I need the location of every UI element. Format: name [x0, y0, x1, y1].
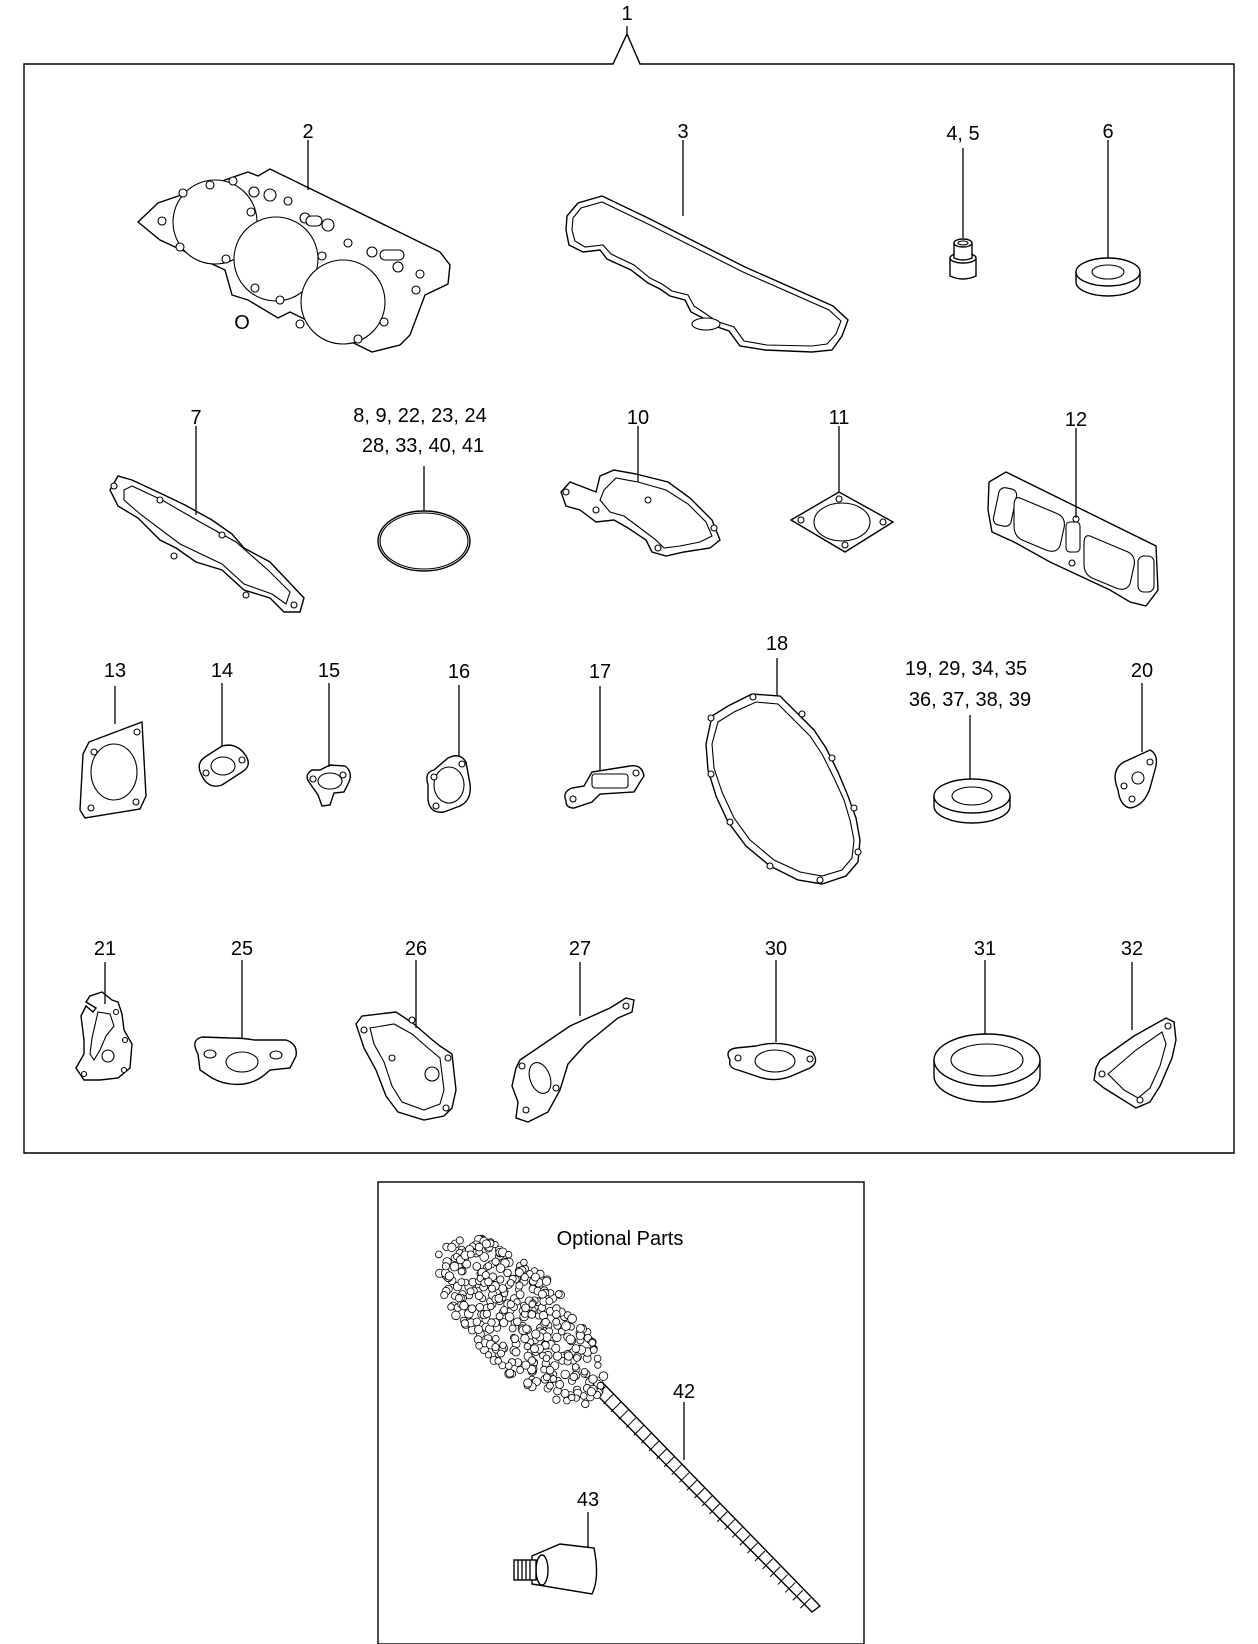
callout-18: 18	[766, 633, 788, 655]
cleaning-brush	[434, 1234, 822, 1613]
callout-6: 6	[1102, 121, 1113, 143]
callout-26: 26	[405, 938, 427, 960]
flange-gasket-16	[426, 755, 471, 813]
small-gasket-20	[1114, 749, 1158, 809]
optional-parts-frame	[377, 1181, 865, 1644]
callout-32: 32	[1121, 938, 1143, 960]
oil-seal-ring	[1075, 257, 1141, 297]
callout-14: 14	[211, 660, 233, 682]
flange-gasket-13	[79, 721, 147, 819]
flange-gasket-17	[564, 765, 645, 809]
water-pump-gasket	[355, 1011, 457, 1121]
callout-27: 27	[569, 938, 591, 960]
gear-case-gasket	[705, 693, 862, 885]
valve-stem-seal	[949, 238, 977, 280]
kit-frame	[23, 32, 1235, 1154]
gasket-25	[194, 1036, 297, 1086]
gasket-21	[75, 991, 133, 1081]
flange-gasket-14	[198, 744, 249, 787]
cylinder-head-gasket	[136, 168, 451, 353]
callout-11: 11	[829, 407, 850, 429]
callout-25: 25	[231, 938, 253, 960]
callout-12: 12	[1065, 409, 1087, 431]
gasket-32	[1093, 1017, 1177, 1109]
callout-19-group-line1: 19, 29, 34, 35	[905, 658, 1027, 680]
callout-4-5: 4, 5	[946, 123, 979, 145]
callout-8-group-line2: 28, 33, 40, 41	[362, 435, 484, 457]
callout-20: 20	[1131, 660, 1153, 682]
callout-7: 7	[190, 407, 201, 429]
sealant-tube	[513, 1543, 598, 1595]
head-gasket-mark: O	[234, 312, 250, 334]
callout-43: 43	[577, 1489, 599, 1511]
callout-8-group-line1: 8, 9, 22, 23, 24	[353, 405, 486, 427]
callout-17: 17	[589, 661, 611, 683]
callout-1: 1	[621, 3, 632, 25]
exhaust-manifold-gasket	[987, 471, 1159, 607]
manifold-gasket-10	[560, 469, 721, 557]
bracket-gasket-27	[511, 997, 635, 1123]
callout-42: 42	[673, 1381, 695, 1403]
callout-10: 10	[627, 407, 649, 429]
flange-gasket-11	[789, 491, 895, 553]
callout-16: 16	[448, 661, 470, 683]
callout-21: 21	[94, 938, 116, 960]
callout-31: 31	[974, 938, 996, 960]
callout-19-group-line2: 36, 37, 38, 39	[909, 689, 1031, 711]
optional-parts-title: Optional Parts	[557, 1228, 684, 1250]
callout-15: 15	[318, 660, 340, 682]
callout-30: 30	[765, 938, 787, 960]
flange-gasket-30	[727, 1042, 817, 1081]
callout-2: 2	[302, 121, 313, 143]
callout-13: 13	[104, 660, 126, 682]
oil-seal-19	[933, 778, 1011, 824]
flange-gasket-15	[306, 764, 352, 807]
oil-seal-31	[933, 1033, 1041, 1103]
callout-3: 3	[677, 121, 688, 143]
manifold-gasket-7	[109, 475, 305, 613]
valve-cover-gasket	[565, 195, 849, 353]
